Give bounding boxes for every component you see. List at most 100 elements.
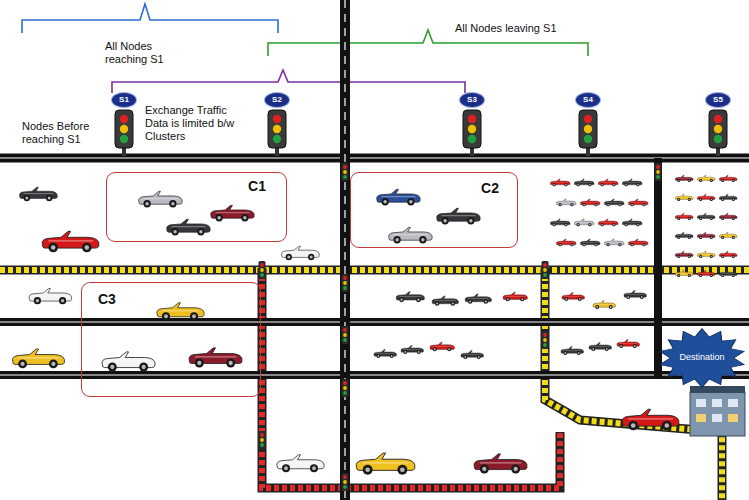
car-wheel (699, 198, 702, 201)
car-highlight (576, 182, 592, 183)
car-wheel (618, 243, 621, 246)
car-hub (482, 467, 486, 471)
car-wheel (699, 179, 702, 182)
car-wheel (732, 217, 735, 220)
car-highlight (699, 197, 713, 198)
signal-label: S1 (119, 96, 129, 104)
car-hub (700, 180, 701, 181)
light-housing (342, 379, 349, 397)
car-hub (173, 230, 176, 233)
car-wheel (609, 305, 613, 309)
car-wheel (441, 217, 448, 224)
light-lamp (273, 125, 281, 133)
cluster-box: C2 (350, 172, 518, 248)
light-housing (579, 110, 597, 148)
light-lamp (260, 268, 264, 272)
car-hub (478, 356, 480, 358)
light-lamp (343, 485, 347, 489)
blue-bracket (22, 4, 278, 33)
car-highlight (433, 346, 452, 347)
car-icon (401, 346, 424, 354)
car-icon (628, 199, 648, 206)
car-wheel (677, 255, 680, 258)
car-highlight (286, 252, 316, 253)
building-window (696, 414, 706, 422)
car-icon (356, 453, 414, 475)
car-icon (719, 251, 737, 258)
car-highlight (552, 222, 568, 223)
destination-burst: Destination (658, 328, 746, 388)
car-wheel (588, 223, 591, 226)
car-highlight (463, 354, 481, 355)
car-hub (637, 224, 639, 226)
car-wheel (612, 223, 615, 226)
car-icon (281, 246, 319, 260)
car-wheel (463, 355, 467, 359)
building-roof (690, 386, 745, 393)
car-wheel (600, 183, 603, 186)
light-lamp (120, 125, 128, 133)
car-highlight (630, 202, 646, 203)
car-hub (641, 296, 643, 298)
car-hub (689, 180, 690, 181)
car-wheel (677, 179, 680, 182)
car-wheel (520, 297, 524, 301)
car-hub (192, 314, 196, 318)
car-wheel (393, 236, 400, 243)
car-wheel (642, 203, 645, 206)
car-icon (622, 179, 642, 186)
car-wheel (732, 274, 735, 277)
car-icon (589, 343, 612, 351)
light-housing (115, 110, 133, 148)
light-housing (342, 326, 349, 344)
light-housing (342, 163, 349, 181)
building-window (712, 414, 722, 422)
car-highlight (721, 254, 735, 255)
small-traffic-light (342, 326, 349, 344)
car-icon (604, 239, 624, 246)
car-hub (217, 216, 220, 219)
road-line (0, 375, 749, 376)
car-wheel (576, 183, 579, 186)
car-hub (711, 275, 712, 276)
main-road (0, 154, 749, 163)
car-icon (719, 213, 737, 220)
car-highlight (606, 242, 622, 243)
car-hub (365, 467, 370, 472)
car-highlight (721, 178, 735, 179)
car-icon (580, 199, 600, 206)
car-wheel (162, 312, 170, 320)
car-hub (689, 256, 690, 257)
signal-oval: S4 (575, 92, 601, 108)
car-hub (469, 219, 472, 222)
car-hub (436, 302, 438, 304)
car-hub (634, 345, 636, 347)
road-line (344, 0, 345, 500)
car-wheel (564, 223, 567, 226)
car-highlight (677, 254, 691, 255)
car-wheel (605, 347, 609, 351)
car-icon (277, 455, 324, 473)
car-icon (561, 347, 584, 355)
car-hub (85, 245, 90, 250)
car-hub (722, 275, 723, 276)
car-icon (580, 239, 600, 246)
yellow-dotted-road (0, 267, 749, 273)
car-highlight (171, 226, 205, 227)
car-hub (583, 204, 585, 206)
car-highlight (441, 215, 475, 216)
car-highlight (468, 298, 489, 299)
label-anchor: All Nodes leaving S1 (455, 22, 557, 35)
road-base (545, 268, 722, 500)
light-lamp (120, 115, 128, 123)
car-wheel (688, 255, 691, 258)
car-wheel (699, 255, 702, 258)
car-hub (559, 244, 561, 246)
car-icon (675, 251, 693, 258)
car-hub (229, 361, 233, 365)
traffic-light (709, 110, 727, 156)
car-hub (25, 196, 28, 199)
light-housing (542, 261, 549, 279)
car-hub (678, 180, 679, 181)
car-hub (596, 306, 598, 308)
